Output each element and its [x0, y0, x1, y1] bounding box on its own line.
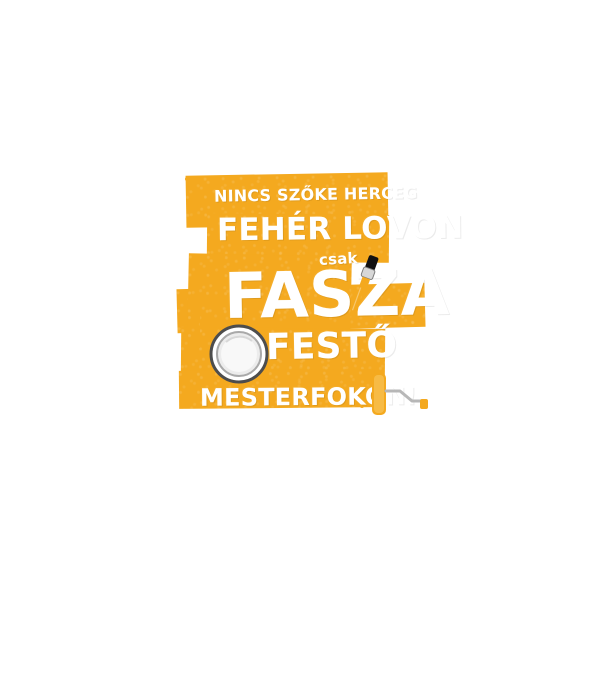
paint-can-icon [209, 324, 269, 384]
paint-speckle [185, 177, 189, 181]
headline-line-1: NINCS SZŐKE HERCEG [213, 183, 418, 206]
paint-brush-icon [348, 255, 379, 318]
paint-stroke [188, 314, 200, 348]
paint-roller-icon [372, 373, 428, 415]
headline-subword: FESTŐ [265, 324, 398, 369]
paint-speckle [305, 250, 309, 254]
paint-speckle [360, 404, 364, 408]
headline-line-2: FEHÉR LOVON [216, 209, 464, 249]
